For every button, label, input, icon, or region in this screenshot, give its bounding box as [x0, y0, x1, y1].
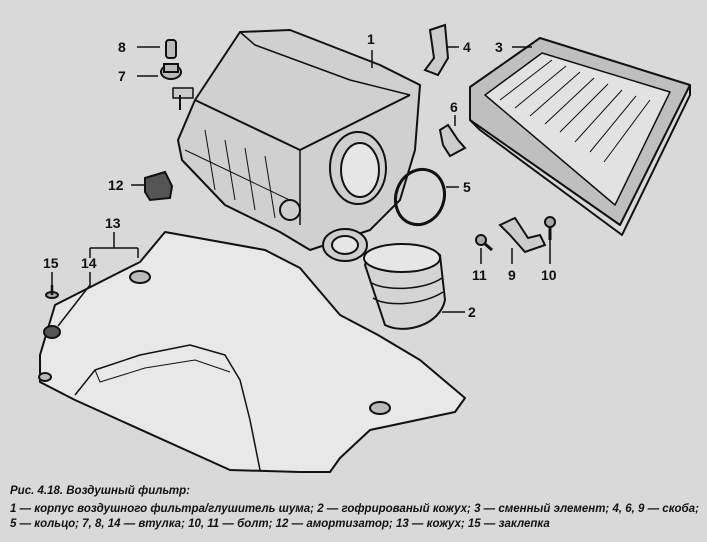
diagram-canvas: 1 2 3 4 5 6 7 8 9 10 11 12 13 14 15 [38, 23, 691, 473]
housing-outlet [279, 131, 387, 262]
label-8: 8 [118, 39, 126, 55]
bolt-part-10 [544, 216, 556, 240]
label-1: 1 [367, 31, 375, 47]
bolt-part-11 [475, 234, 493, 252]
label-10: 10 [541, 267, 557, 283]
figure-caption: Рис. 4.18. Воздушный фильтр: 1 — корпус … [10, 484, 700, 532]
cover-part-13 [38, 231, 466, 473]
rivet-part-15 [45, 285, 59, 299]
bushing-part-14 [43, 325, 61, 339]
bushing-part-7 [160, 63, 182, 80]
label-11: 11 [472, 267, 487, 283]
label-14: 14 [81, 255, 97, 271]
corrugated-duct-part-2 [363, 243, 447, 330]
label-12: 12 [108, 177, 124, 193]
label-13: 13 [105, 215, 121, 231]
label-6: 6 [450, 99, 458, 115]
clip-part-4 [423, 23, 450, 77]
filter-element-part-3 [469, 37, 691, 236]
caption-title: Рис. 4.18. Воздушный фильтр: [10, 485, 190, 497]
label-2: 2 [468, 304, 476, 320]
bracket-part-6 [438, 123, 467, 158]
label-7: 7 [118, 68, 126, 84]
label-5: 5 [463, 179, 471, 195]
label-9: 9 [508, 267, 516, 283]
label-3: 3 [495, 39, 503, 55]
ring-part-5 [393, 167, 447, 227]
label-4: 4 [463, 39, 471, 55]
damper-part-12 [144, 170, 174, 202]
bushing-part-8 [165, 39, 177, 59]
caption-line-1: 1 — корпус воздушного фильтра/глушитель … [10, 503, 699, 515]
label-15: 15 [43, 255, 59, 271]
leader-lines [51, 46, 551, 327]
part-labels: 1 2 3 4 5 6 7 8 9 10 11 12 13 14 15 [43, 31, 557, 320]
bracket-part-9 [498, 216, 547, 254]
caption-line-2: 5 — кольцо; 7, 8, 14 — втулка; 10, 11 — … [10, 518, 550, 530]
